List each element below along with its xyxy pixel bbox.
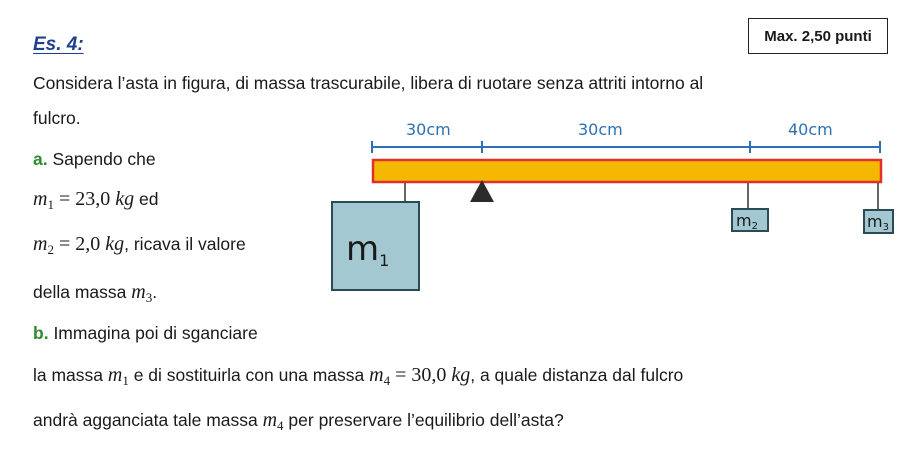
points-box: Max. 2,50 punti	[748, 18, 888, 54]
part-b-label: b.	[33, 323, 49, 343]
m3-symbol: m	[131, 281, 146, 303]
part-a-label: a.	[33, 149, 48, 169]
mass-m2-label: m2	[736, 211, 758, 232]
part-b-line2-after: , a quale distanza dal fulcro	[470, 365, 684, 385]
m1-unit: kg	[115, 188, 135, 210]
m1-sub: 1	[47, 197, 54, 212]
dimension-label-right: 40cm	[788, 120, 833, 139]
mass-m2-box	[731, 208, 769, 232]
part-a-text1: Sapendo che	[52, 149, 156, 169]
m2-eq: = 2,0	[53, 233, 106, 255]
m1-symbol: m	[33, 188, 48, 210]
m2-sub: 2	[47, 242, 54, 257]
m1b-symbol: m	[107, 364, 123, 386]
lever-figure: 30cm 30cm 40cm m1 m2 m3	[331, 120, 894, 291]
part-a-text3-after: .	[152, 282, 158, 302]
mass-m3-box	[863, 209, 894, 234]
part-a-line-2: m1 = 23,0 kg ed	[33, 188, 158, 216]
part-a-text3-before: della massa	[33, 282, 132, 302]
m4-symbol: m	[369, 364, 384, 386]
part-b-line-3: andrà agganciata tale massa m4 per prese…	[33, 409, 564, 437]
m1b-sub: 1	[122, 373, 129, 388]
rod	[371, 158, 883, 184]
m3-sub: 3	[145, 290, 153, 305]
fulcrum-triangle	[470, 180, 494, 202]
m2-symbol: m	[33, 233, 48, 255]
m4-sub: 4	[383, 373, 391, 388]
mass-m3-label: m3	[867, 212, 889, 233]
part-b-line3-before: andrà agganciata tale massa	[33, 410, 263, 430]
m1-after: ed	[134, 189, 159, 209]
mass-m1-box	[331, 201, 420, 291]
intro-line-1: Considera l’asta in figura, di massa tra…	[33, 73, 704, 93]
m4b-sub: 4	[277, 418, 284, 433]
dimension-label-mid: 30cm	[578, 120, 623, 139]
m2-after: , ricava il valore	[124, 234, 246, 254]
part-b-line2-mid: e di sostituirla con una massa	[128, 365, 370, 385]
m4-unit: kg	[451, 364, 471, 386]
m2-unit: kg	[105, 233, 125, 255]
part-b-line3-after: per preservare l’equilibrio dell’asta?	[283, 410, 564, 430]
part-b-text1: Immagina poi di sganciare	[53, 323, 258, 343]
intro-line-2: fulcro.	[33, 108, 81, 128]
part-b-line-1: b. Immagina poi di sganciare	[33, 322, 258, 344]
mass-m1-label: m1	[346, 229, 389, 270]
part-a-line-4: della massa m3.	[33, 281, 157, 309]
part-b-line-2: la massa m1 e di sostituirla con una mas…	[33, 364, 683, 392]
m4-eq: = 30,0	[390, 364, 452, 386]
points-label: Max. 2,50 punti	[764, 27, 872, 45]
m4b-symbol: m	[262, 409, 278, 431]
part-b-line2-before: la massa	[33, 365, 108, 385]
part-a-line-3: m2 = 2,0 kg, ricava il valore	[33, 233, 246, 261]
m1-eq: = 23,0	[53, 188, 116, 210]
part-a-line-1: a. Sapendo che	[33, 148, 156, 170]
dimension-label-left: 30cm	[406, 120, 451, 139]
exercise-title: Es. 4:	[33, 34, 84, 55]
